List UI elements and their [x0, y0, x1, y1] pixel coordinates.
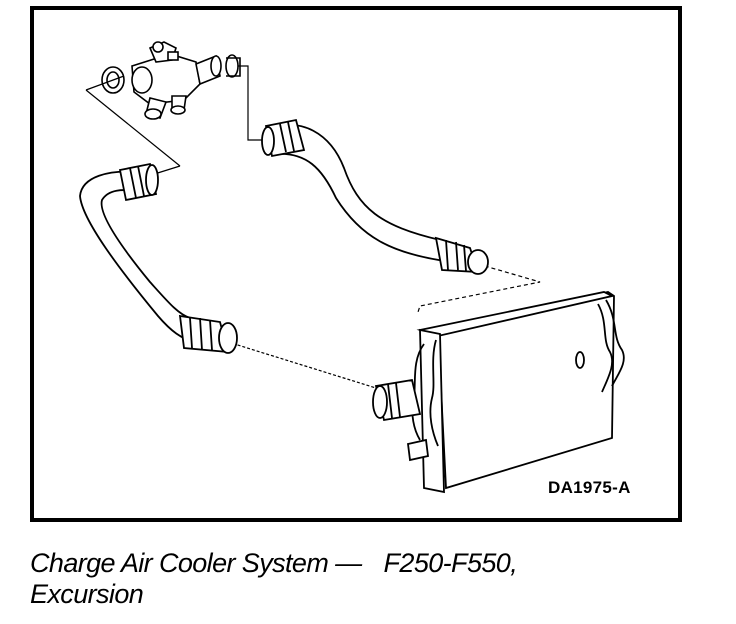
caption-models: F250-F550,: [383, 548, 518, 578]
cooler-inlet-hose: [261, 118, 489, 275]
turbo-outlet-assembly: [101, 41, 241, 120]
charge-air-cooler: [372, 291, 625, 494]
cooler-outlet-hose: [79, 162, 238, 354]
caption-line-1: Charge Air Cooler System — F250-F550,: [30, 548, 720, 579]
figure-reference-code: DA1975-A: [548, 478, 631, 497]
caption-line-2: Excursion: [30, 579, 144, 609]
figure-caption: Charge Air Cooler System — F250-F550, Exc…: [30, 548, 720, 610]
figure-frame: [30, 6, 682, 522]
caption-title: Charge Air Cooler System —: [30, 548, 362, 578]
